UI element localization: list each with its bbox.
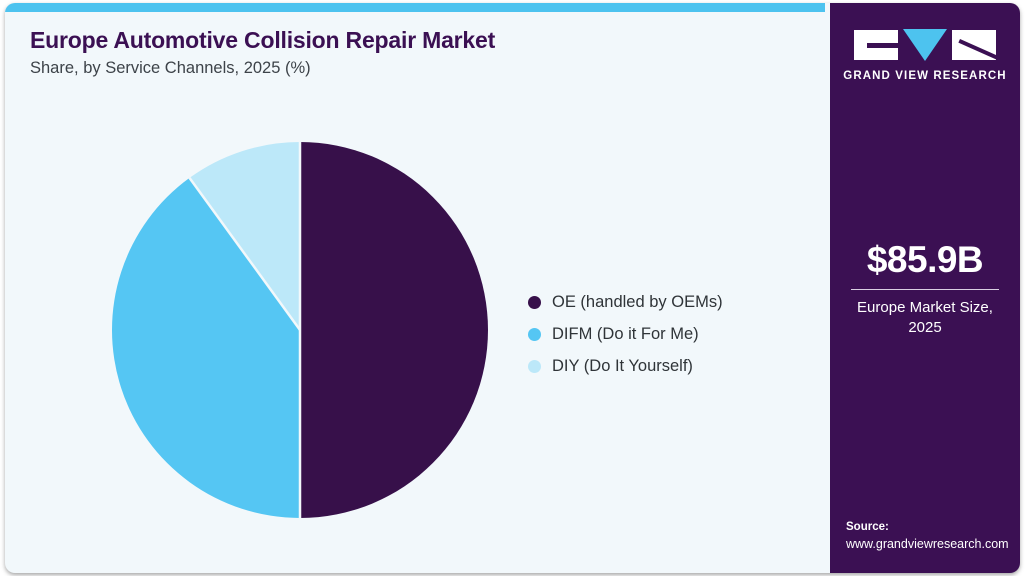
legend-swatch-diy <box>528 359 541 373</box>
source-block: Source: www.grandviewresearch.com <box>846 519 1020 553</box>
page-title: Europe Automotive Collision Repair Marke… <box>30 27 496 53</box>
pie-slice-difm[interactable] <box>111 177 301 518</box>
legend-item-oe[interactable]: OE (handled by OEMs) <box>528 286 723 318</box>
legend-label-difm: DIFM (Do it For Me) <box>552 324 699 343</box>
legend-item-difm[interactable]: DIFM (Do it For Me) <box>528 318 723 350</box>
logo-wordmark: GRAND VIEW RESEARCH <box>843 70 1007 82</box>
legend-label-diy: DIY (Do It Yourself) <box>552 356 693 375</box>
legend-label-oe: OE (handled by OEMs) <box>552 292 723 311</box>
logo-marks <box>830 29 1020 61</box>
logo-v-triangle-icon <box>903 29 947 61</box>
source-url[interactable]: www.grandviewresearch.com <box>846 536 1009 551</box>
side-panel: GRAND VIEW RESEARCH $85.9B Europe Market… <box>830 3 1020 573</box>
source-label: Source: <box>846 520 889 533</box>
pie-chart-area <box>5 3 825 573</box>
pie-chart <box>111 142 488 518</box>
logo-g-icon <box>854 30 898 60</box>
accent-strip <box>5 3 825 12</box>
chart-header: Europe Automotive Collision Repair Marke… <box>30 27 810 79</box>
pie-separator-diy <box>188 177 302 331</box>
chart-subtitle: Share, by Service Channels, 2025 (%) <box>30 59 311 78</box>
stat-divider <box>851 288 999 290</box>
logo-r-icon <box>952 30 996 60</box>
pie-slice-diy[interactable] <box>189 142 301 330</box>
market-size-value: $85.9B <box>866 239 984 280</box>
legend-item-diy[interactable]: DIY (Do It Yourself) <box>528 350 723 382</box>
chart-card: Europe Automotive Collision Repair Marke… <box>5 3 1020 573</box>
legend-swatch-oe <box>528 295 541 309</box>
legend-swatch-difm <box>528 327 541 341</box>
market-size-stat: $85.9B Europe Market Size, 2025 <box>830 239 1020 337</box>
pie-slice-oe[interactable] <box>300 142 488 518</box>
chart-legend: OE (handled by OEMs) DIFM (Do it For Me)… <box>528 286 723 382</box>
brand-logo[interactable]: GRAND VIEW RESEARCH <box>830 29 1020 82</box>
market-size-caption: Europe Market Size, 2025 <box>857 298 993 336</box>
